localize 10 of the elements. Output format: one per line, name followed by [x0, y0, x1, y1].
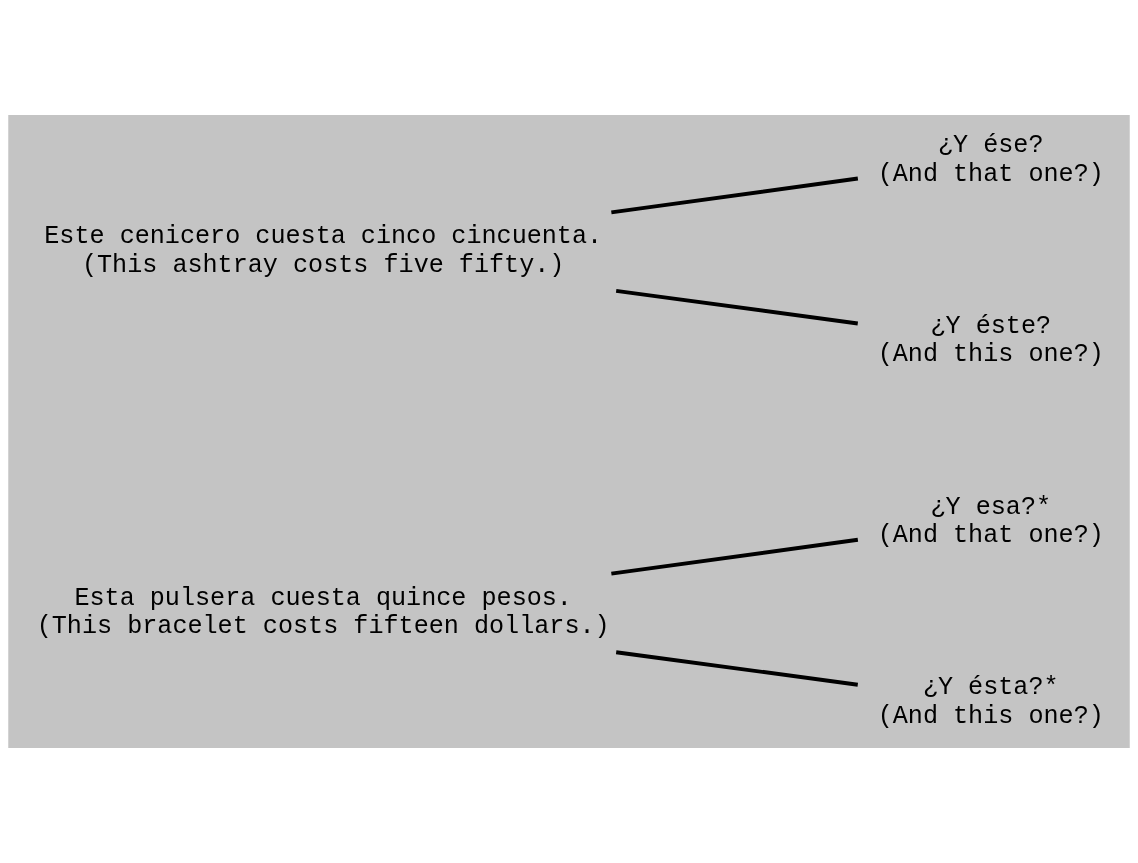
node-text: ¿Y ése? (And that one?) — [877, 131, 1104, 189]
node-text: ¿Y esa?* (And that one?) — [877, 492, 1104, 550]
node-text: ¿Y éste? (And this one?) — [877, 312, 1104, 370]
node-text: ¿Y ésta?* (And this one?) — [877, 673, 1104, 731]
connector — [615, 288, 859, 326]
connector — [611, 537, 859, 576]
connector — [611, 176, 859, 215]
node-text: Este cenicero cuesta cinco cincuenta. (This ashtray costs five fifty.) — [44, 222, 603, 280]
connector — [615, 650, 859, 687]
node-text: Esta pulsera cuesta quince pesos. (This bracelet costs fifteen dollars.) — [36, 583, 610, 642]
